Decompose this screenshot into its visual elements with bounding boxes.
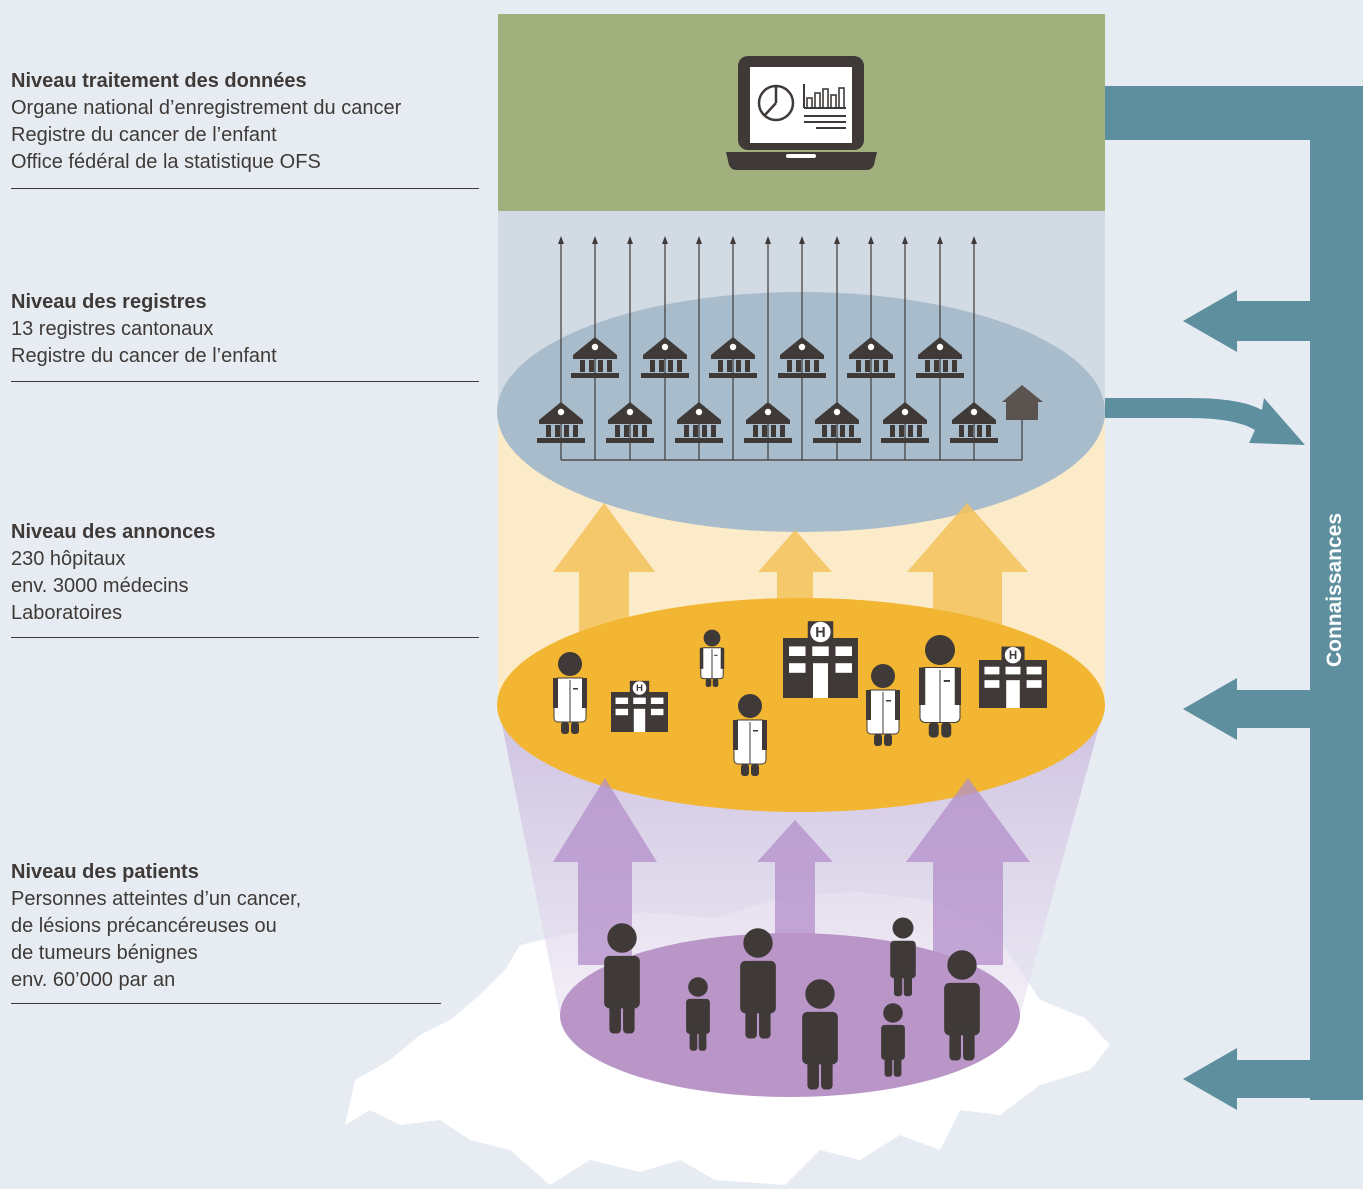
feedback-label-box: Connaissances	[1310, 460, 1360, 720]
registry-building-icon	[847, 337, 895, 378]
level-processing-line: Organe national d’enregistrement du canc…	[11, 97, 402, 119]
level-processing-line: Office fédéral de la statistique OFS	[11, 151, 321, 173]
patient-icon	[686, 977, 710, 1051]
level-registries: Niveau des registres 13 registres canton…	[11, 289, 277, 370]
level-patients-line: de lésions précancéreuses ou	[11, 915, 277, 937]
patient-icon	[890, 917, 916, 997]
registry-building-icon	[916, 337, 964, 378]
registry-building-icon	[606, 402, 654, 443]
level-reporting-line: env. 3000 médecins	[11, 575, 189, 597]
level-reporting-line: 230 hôpitaux	[11, 548, 126, 570]
patient-icon	[881, 1003, 905, 1077]
level-processing: Niveau traitement des données Organe nat…	[11, 68, 401, 176]
registry-building-icon	[744, 402, 792, 443]
hospital-letter: H	[636, 683, 643, 694]
patient-icon	[604, 923, 640, 1034]
level-registries-line: Registre du cancer de l’enfant	[11, 345, 277, 367]
flow-arrows-upper	[553, 503, 1028, 640]
doctor-icon	[733, 694, 767, 776]
arrowhead-icon	[730, 236, 736, 244]
arrowhead-icon	[627, 236, 633, 244]
doctor-icon	[919, 635, 961, 738]
level-processing-line: Registre du cancer de l’enfant	[11, 124, 277, 146]
level-divider	[11, 637, 479, 638]
level-patients-title: Niveau des patients	[11, 861, 199, 883]
hospital-icon: H	[783, 621, 858, 698]
arrowhead-icon	[662, 236, 668, 244]
patient-icon	[802, 979, 838, 1090]
patient-icons	[604, 917, 980, 1090]
hospital-letter: H	[815, 625, 825, 641]
level-divider	[11, 1003, 441, 1004]
level-registries-line: 13 registres cantonaux	[11, 318, 214, 340]
arrowhead-icon	[765, 236, 771, 244]
hospital-icon: H	[611, 680, 668, 732]
level-reporting-title: Niveau des annonces	[11, 521, 216, 543]
registry-buildings	[537, 337, 1043, 443]
patient-icon	[740, 928, 776, 1039]
arrowhead-icon	[971, 236, 977, 244]
level-reporting-line: Laboratoires	[11, 602, 123, 624]
registry-building-icon	[571, 337, 619, 378]
reporting-icons: H H H	[553, 621, 1047, 776]
arrowhead-icon	[558, 236, 564, 244]
level-reporting: Niveau des annonces 230 hôpitaux env. 30…	[11, 519, 216, 627]
flow-arrows-lower	[553, 778, 1030, 965]
laptop-icon	[726, 56, 877, 170]
level-divider	[11, 188, 479, 189]
level-divider	[11, 381, 479, 382]
registry-building-icon	[813, 402, 861, 443]
arrowhead-icon	[799, 236, 805, 244]
arrowhead-icon	[868, 236, 874, 244]
house-icon	[1002, 385, 1043, 420]
registry-building-icon	[778, 337, 826, 378]
doctor-icon	[866, 664, 900, 746]
arrowhead-icon	[902, 236, 908, 244]
hospital-icon: H	[979, 646, 1047, 708]
level-patients-line: env. 60’000 par an	[11, 969, 176, 991]
arrowhead-icon	[592, 236, 598, 244]
level-patients-line: Personnes atteintes d’un cancer,	[11, 888, 302, 910]
feedback-arrows	[1105, 86, 1363, 1110]
arrowhead-icon	[937, 236, 943, 244]
level-patients: Niveau des patients Personnes atteintes …	[11, 859, 301, 994]
patient-icon	[944, 950, 980, 1061]
registry-building-icon	[881, 402, 929, 443]
doctor-icon	[553, 652, 587, 734]
feedback-label: Connaissances	[1323, 512, 1346, 668]
hospital-letter: H	[1009, 650, 1017, 662]
registry-building-icon	[709, 337, 757, 378]
arrowhead-icon	[696, 236, 702, 244]
registry-building-icon	[675, 402, 723, 443]
level-registries-title: Niveau des registres	[11, 291, 207, 313]
registry-building-icon	[950, 402, 998, 443]
registry-building-icon	[641, 337, 689, 378]
doctor-icon	[699, 629, 725, 687]
arrowhead-icon	[834, 236, 840, 244]
level-patients-line: de tumeurs bénignes	[11, 942, 198, 964]
level-processing-title: Niveau traitement des données	[11, 70, 307, 92]
registry-building-icon	[537, 402, 585, 443]
